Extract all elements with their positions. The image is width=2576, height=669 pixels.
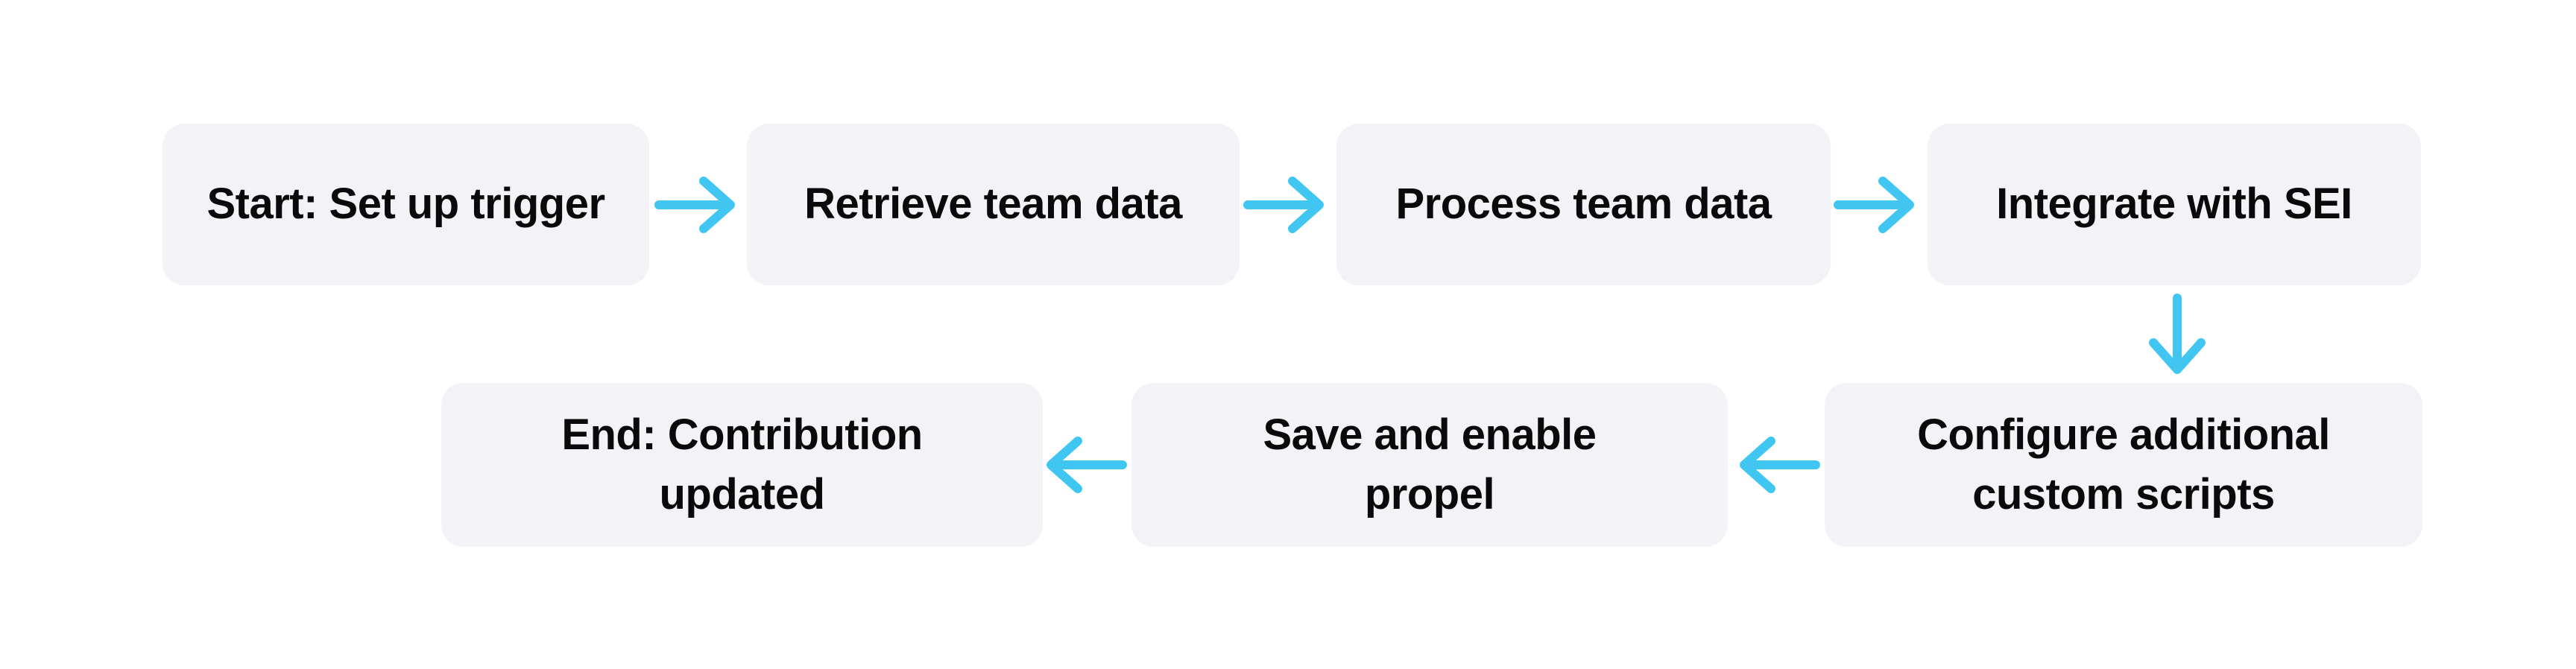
arrow-right-icon [654,177,735,233]
node-save-and-enable-propel: Save and enable propel [1131,383,1728,547]
node-integrate-with-sei: Integrate with SEI [1928,124,2421,285]
arrow-left-icon [1046,437,1127,493]
arrow-right-icon [1834,177,1914,233]
node-end-contribution-updated: End: Contribution updated [441,383,1043,547]
arrow-down-icon [2149,294,2206,374]
arrow-left-icon [1740,437,1820,493]
node-start-set-up-trigger: Start: Set up trigger [162,124,649,285]
node-process-team-data: Process team data [1336,124,1831,285]
arrow-right-icon [1243,177,1324,233]
node-configure-additional-custom-scripts: Configure additional custom scripts [1825,383,2422,547]
node-retrieve-team-data: Retrieve team data [747,124,1240,285]
